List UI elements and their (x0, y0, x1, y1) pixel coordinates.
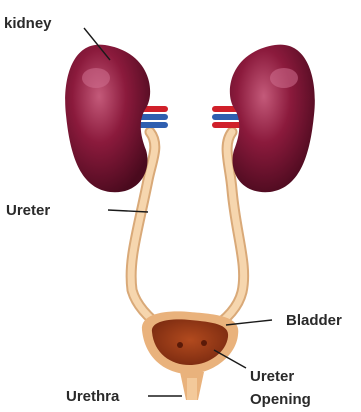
left-kidney (65, 45, 150, 193)
label-urethra: Urethra (66, 388, 120, 405)
label-kidney: kidney (4, 15, 52, 32)
right-ureter-opening (201, 340, 207, 346)
label-ureter-opening-2: Opening (250, 391, 311, 408)
right-kidney (230, 45, 315, 193)
label-ureter: Ureter (6, 202, 50, 219)
label-ureter-opening-1: Ureter (250, 368, 294, 385)
label-bladder: Bladder (286, 312, 342, 329)
left-ureter-opening (177, 342, 183, 348)
